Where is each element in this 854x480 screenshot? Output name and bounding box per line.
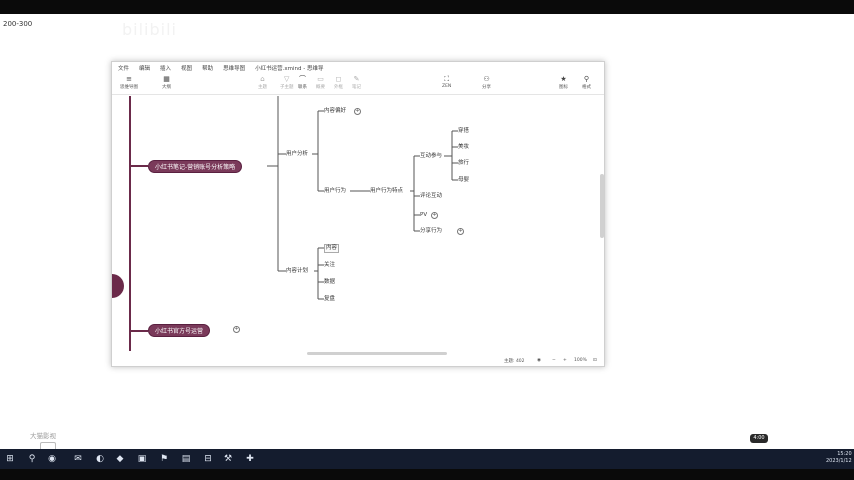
topic-pv[interactable]: PV (420, 212, 428, 218)
xmind-icon[interactable]: ✚ (246, 454, 254, 464)
start-icon[interactable]: ⊞ (6, 454, 14, 464)
mindmap-canvas[interactable]: 小红书笔记-营销账号分析策略 小红书官方号运营 + 用户分析 内容偏好 + 用户… (112, 96, 606, 351)
menu-bar: 文件 编辑 插入 视图 帮助 思维导图 小红书运营.xmind - 思维导 (112, 62, 604, 73)
clock-time: 15:20 (837, 451, 852, 457)
app-icon-6[interactable]: ⊟ (204, 454, 212, 464)
topic-sub-1-selected[interactable]: 内容 (324, 244, 340, 253)
menu-edit[interactable]: 编辑 (139, 65, 151, 72)
zoom-out-icon[interactable]: − (552, 358, 556, 363)
horizontal-scrollbar[interactable] (307, 352, 447, 355)
relationship-button[interactable]: ⌒ 联系 (298, 75, 307, 90)
topic-sub-3[interactable]: 数据 (324, 279, 336, 285)
browser-icon[interactable]: ◉ (48, 454, 56, 464)
topic-content-plan[interactable]: 内容计划 (286, 268, 309, 274)
app-icon-5[interactable]: ▤ (181, 454, 191, 464)
mail-icon[interactable]: ✉ (74, 454, 82, 464)
app-icon-4[interactable]: ⚑ (159, 454, 169, 464)
menu-insert[interactable]: 插入 (160, 65, 172, 72)
topic-count: 主题: 402 (504, 359, 525, 364)
app-icon-3[interactable]: ▣ (137, 454, 147, 464)
topic-sub-4[interactable]: 复盘 (324, 296, 336, 302)
relationship-icon: ⌒ (299, 75, 306, 83)
status-bar: 主题: 402 ◉ − + 100% ⊡ (112, 356, 604, 367)
mindmap-view-button[interactable]: ≡ 思维导图 (120, 75, 138, 90)
topic-button[interactable]: ⌂ 主题 (258, 75, 267, 90)
topic-sub-2[interactable]: 关注 (324, 262, 336, 268)
menu-file[interactable]: 文件 (118, 65, 130, 72)
app-icon-1[interactable]: ◐ (96, 454, 104, 464)
menu-view[interactable]: 视图 (181, 65, 193, 72)
topic-user-analysis[interactable]: 用户分析 (286, 151, 309, 157)
summary-button[interactable]: ▭ 概要 (316, 75, 325, 90)
zoom-in-icon[interactable]: + (563, 358, 567, 363)
clock-date: 2023/1/12 (826, 458, 852, 464)
search-icon[interactable]: ⚲ (28, 454, 36, 464)
summary-icon: ▭ (317, 75, 324, 83)
toolbar: ≡ 思维导图 ▦ 大纲 ⌂ 主题 ▽ 子主题 ⌒ 联系 ▭ 概要 (112, 73, 604, 95)
notes-button[interactable]: ✎ 笔记 (352, 75, 361, 90)
mindmap-icon: ≡ (126, 75, 132, 83)
menu-mindmap[interactable]: 思维导图 (223, 65, 246, 72)
outline-icon: ▦ (163, 75, 170, 83)
zen-button[interactable]: ⛶ ZEN (442, 75, 452, 89)
pencil-icon: ✎ (353, 75, 360, 83)
share-button[interactable]: ⚇ 分享 (482, 75, 491, 90)
topic-category-3[interactable]: 旅行 (458, 160, 470, 166)
fit-icon[interactable]: ⊡ (593, 358, 597, 363)
caption-text: 200-300 (3, 20, 33, 28)
window-title: 小红书运营.xmind - 思维导 (255, 65, 324, 72)
subtopic-button[interactable]: ▽ 子主题 (280, 75, 294, 90)
topic-share[interactable]: 分享行为 (420, 228, 443, 234)
branch-topic-marketing[interactable]: 小红书笔记-营销账号分析策略 (148, 160, 243, 173)
xmind-window: 文件 编辑 插入 视图 帮助 思维导图 小红书运营.xmind - 思维导 ≡ … (111, 61, 605, 367)
topic-interaction[interactable]: 互动参与 (420, 153, 443, 159)
topic-user-behavior-traits[interactable]: 用户行为特点 (370, 188, 404, 194)
clock[interactable]: 15:20 2023/1/12 (826, 451, 852, 465)
app-icon-2[interactable]: ◆ (116, 454, 124, 464)
zoom-level[interactable]: 100% (574, 358, 587, 363)
topic-icon: ⌂ (260, 75, 265, 83)
format-panel-button[interactable]: ⚲ 格式 (582, 75, 591, 90)
topic-category-4[interactable]: 母婴 (458, 177, 470, 183)
topic-category-1[interactable]: 穿搭 (458, 128, 470, 134)
topic-user-behavior[interactable]: 用户行为 (324, 188, 347, 194)
topic-category-2[interactable]: 美妆 (458, 144, 470, 150)
star-icon: ★ (560, 75, 567, 83)
time-badge: 4:00 (750, 434, 768, 443)
collapse-icon[interactable]: + (354, 108, 361, 115)
menu-help[interactable]: 帮助 (202, 65, 214, 72)
topic-comment[interactable]: 评论互动 (420, 193, 443, 199)
topic-content-preference[interactable]: 内容偏好 (324, 108, 347, 114)
icons-panel-button[interactable]: ★ 图标 (559, 75, 568, 90)
fullscreen-icon: ⛶ (444, 75, 450, 83)
vertical-scrollbar[interactable] (600, 174, 604, 238)
expand-icon[interactable]: + (457, 228, 464, 235)
expand-icon[interactable]: + (233, 326, 240, 333)
tools-icon[interactable]: ⚒ (223, 454, 233, 464)
eye-icon[interactable]: ◉ (537, 358, 541, 363)
share-icon: ⚇ (483, 75, 490, 83)
boundary-icon: ◻ (335, 75, 342, 83)
watermark-text: bilibili (122, 20, 177, 39)
taskbar: ⊞ ⚲ ◉ ✉ ◐ ◆ ▣ ⚑ ▤ ⊟ ⚒ ✚ 15:20 2023/1/12 (0, 449, 854, 469)
boundary-button[interactable]: ◻ 外框 (334, 75, 343, 90)
connector-lines (112, 96, 458, 351)
format-icon: ⚲ (583, 75, 590, 83)
outline-view-button[interactable]: ▦ 大纲 (162, 75, 171, 90)
bottom-black-bar (0, 469, 854, 480)
central-topic-edge (112, 274, 124, 298)
top-black-bar (0, 0, 854, 14)
branch-topic-official[interactable]: 小红书官方号运营 (148, 324, 211, 337)
expand-icon[interactable]: + (431, 212, 438, 219)
subtopic-icon: ▽ (284, 75, 290, 83)
